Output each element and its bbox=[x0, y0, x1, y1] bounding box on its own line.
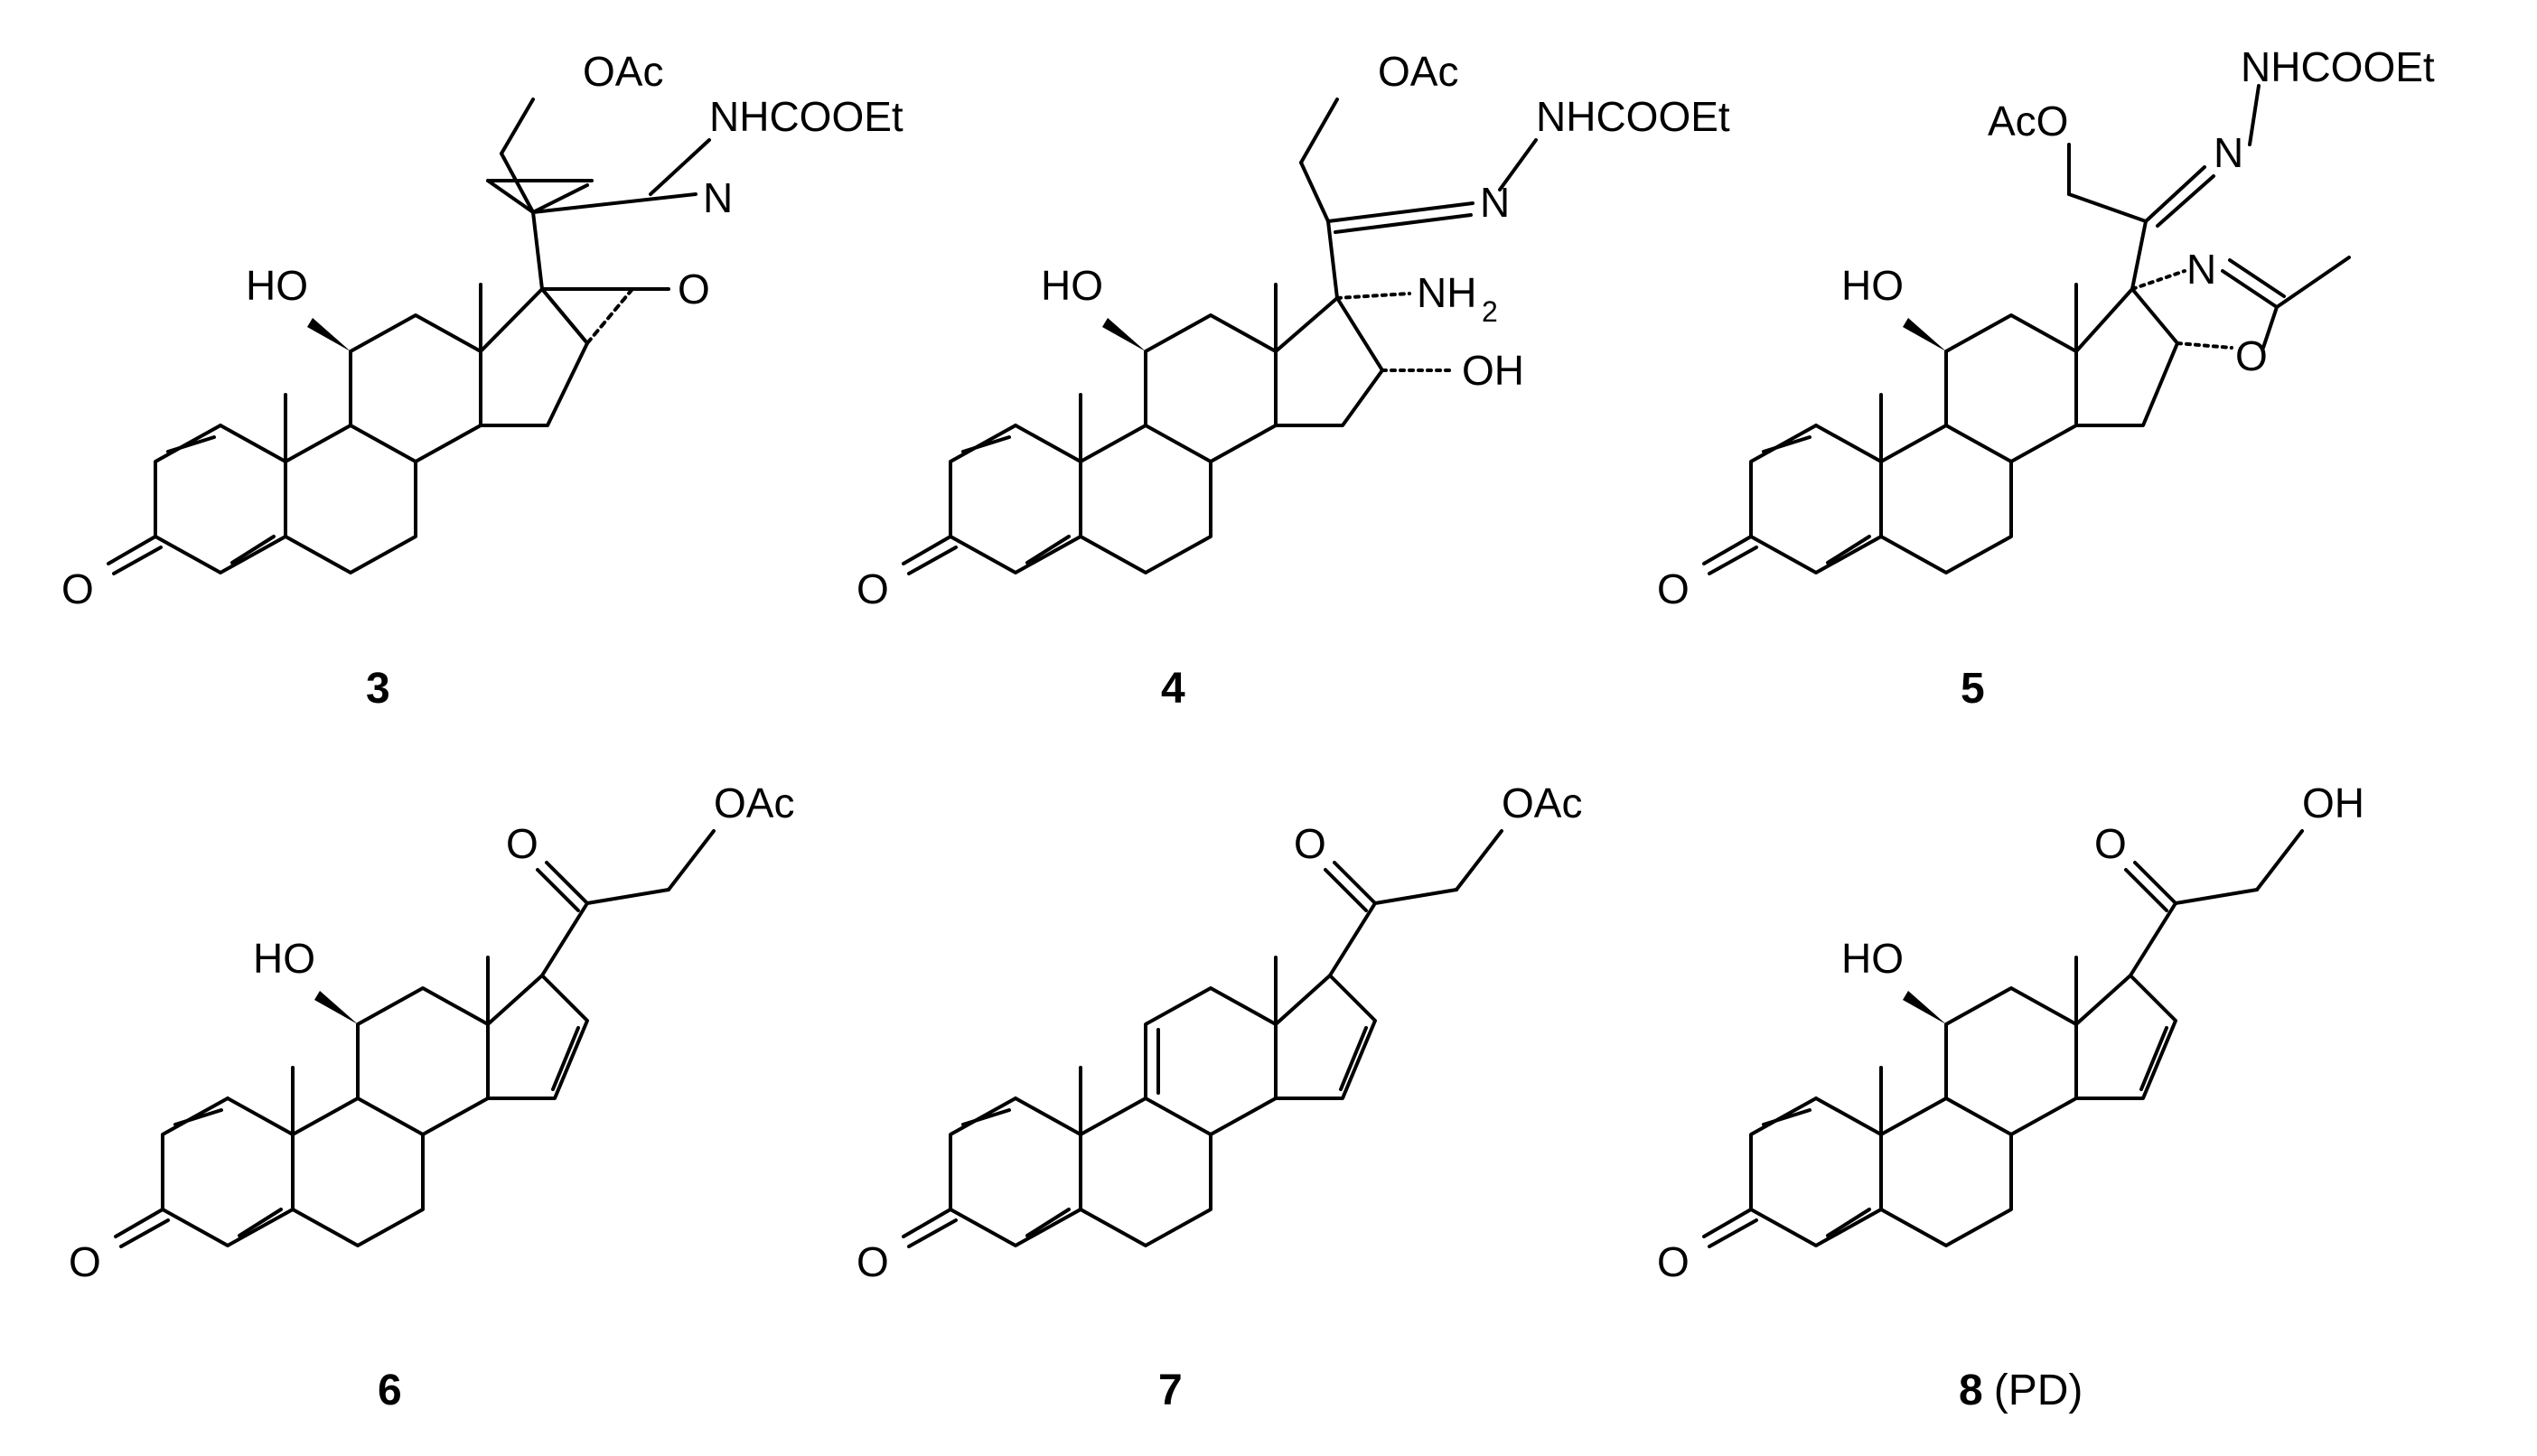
ketone-side-o-label: O bbox=[1294, 820, 1326, 867]
hydroxyl-label: HO bbox=[1841, 935, 1904, 982]
hydroxyl-label: HO bbox=[253, 935, 315, 982]
amine-label: NH bbox=[1417, 269, 1476, 316]
ketone-o-label: O bbox=[857, 565, 889, 612]
compound-label: 6 bbox=[378, 1367, 402, 1414]
compound-label: 5 bbox=[1961, 665, 1985, 713]
oac-label: OAc bbox=[714, 779, 794, 826]
compound-5: HO N O AcO NHCOOEt N O 5 bbox=[1657, 43, 2435, 713]
oac-label: OAc bbox=[1378, 48, 1458, 95]
ketone-o-label: O bbox=[61, 565, 94, 612]
hydrazone-nh-label: NHCOOEt bbox=[2241, 43, 2435, 90]
oac-label: OAc bbox=[1502, 779, 1582, 826]
hydrazone-n-label: N bbox=[2214, 129, 2243, 176]
oxazoline-o-label: O bbox=[2235, 332, 2268, 379]
hydrazone-n-label: N bbox=[1480, 179, 1510, 226]
ketone-o-label: O bbox=[69, 1238, 101, 1285]
compound-3: HO O OAc NHCOOEt N O 3 bbox=[61, 48, 903, 713]
ketone-o-label: O bbox=[1657, 1238, 1690, 1285]
compound-label: 7 bbox=[1158, 1367, 1183, 1414]
compound-label: 8 bbox=[1959, 1367, 1983, 1414]
oac-label: OAc bbox=[583, 48, 663, 95]
hydroxyl-label: HO bbox=[1841, 262, 1904, 309]
compound-label: 3 bbox=[366, 665, 390, 713]
compound-label-group: 8(PD) bbox=[1959, 1367, 2083, 1414]
compound-4: HO NH 2 OH OAc NHCOOEt N O 4 bbox=[857, 48, 1730, 713]
hydrazone-n-label: N bbox=[703, 174, 733, 221]
compound-label-suffix: (PD) bbox=[1994, 1367, 2083, 1414]
hydrazone-nh-label: NHCOOEt bbox=[709, 93, 903, 140]
aco-label: AcO bbox=[1988, 98, 2068, 145]
amine-subscript: 2 bbox=[1482, 295, 1498, 328]
side-oh-label: OH bbox=[2302, 779, 2364, 826]
compound-6: HO O OAc O 6 bbox=[69, 779, 794, 1414]
ketone-side-o-label: O bbox=[2094, 820, 2127, 867]
compound-label: 4 bbox=[1161, 665, 1185, 713]
hydroxyl-label: HO bbox=[1041, 262, 1103, 309]
hydrazone-nh-label: NHCOOEt bbox=[1536, 93, 1730, 140]
hydroxyl-label: HO bbox=[246, 262, 308, 309]
ketone-side-o-label: O bbox=[506, 820, 538, 867]
epoxide-o-label: O bbox=[678, 266, 710, 313]
oxazoline-n-label: N bbox=[2186, 246, 2216, 293]
compound-7: O OAc O 7 bbox=[857, 779, 1582, 1414]
compound-8: HO O OH O 8(PD) bbox=[1657, 779, 2364, 1414]
ketone-o-label: O bbox=[857, 1238, 889, 1285]
ketone-o-label: O bbox=[1657, 565, 1690, 612]
hydroxyl-16-label: OH bbox=[1462, 347, 1524, 394]
